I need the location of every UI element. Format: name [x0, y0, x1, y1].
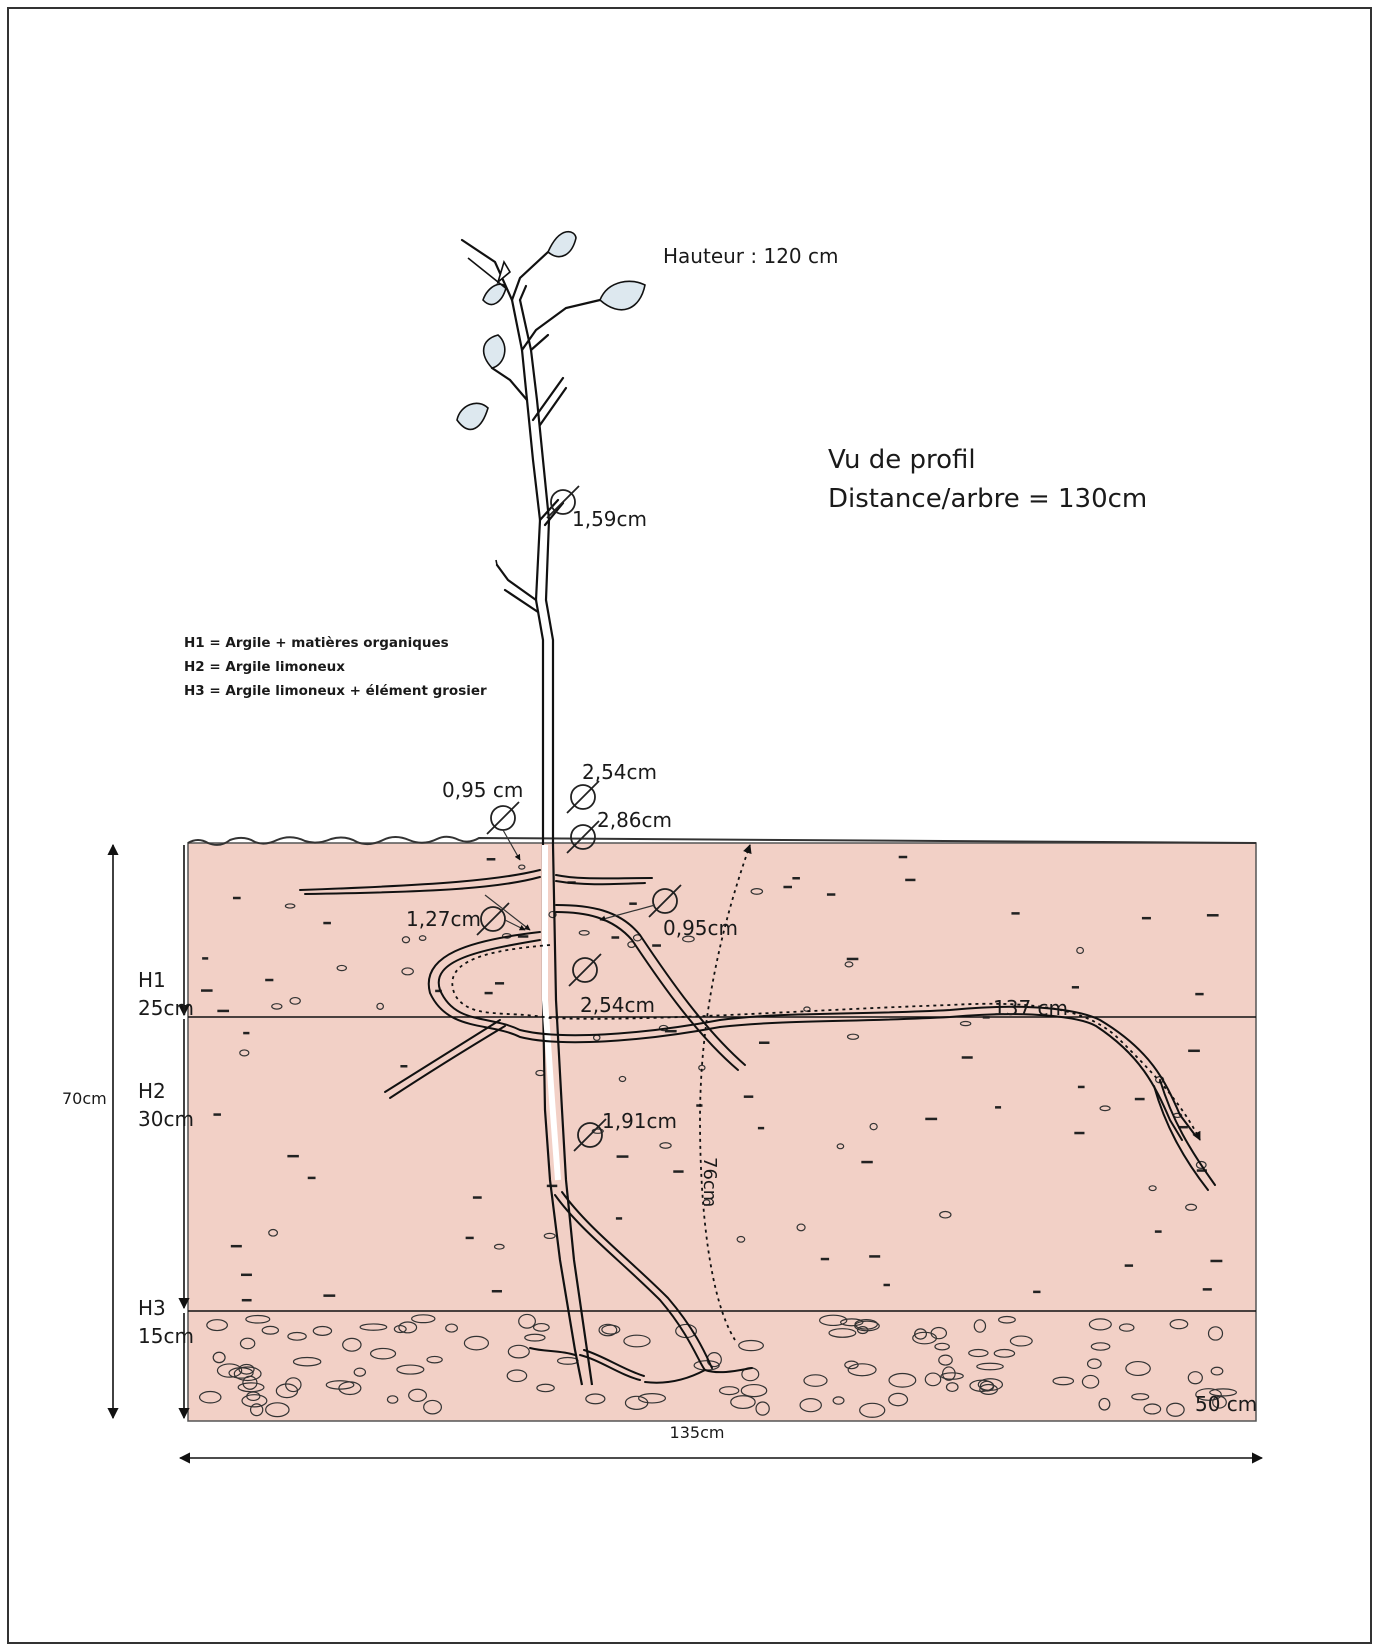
vertical-root-length-label: 76cm: [699, 1157, 720, 1207]
soil-particle: [869, 1255, 880, 1258]
stem-diameter-label: 1,59cm: [572, 507, 647, 531]
legend-h1: H1 = Argile + matières organiques: [184, 635, 449, 651]
soil-particle: [242, 1299, 252, 1302]
left-root-diameter-label: 1,27cm: [406, 907, 481, 931]
soil-particle: [1142, 917, 1151, 920]
total-depth-label: 70cm: [62, 1089, 107, 1108]
soil-particle: [629, 902, 637, 905]
soil-particle: [905, 879, 915, 882]
total-width-label: 135cm: [670, 1423, 725, 1442]
soil-particle: [1207, 914, 1219, 917]
diameter-symbol-left-collar: [487, 802, 519, 834]
soil-particle: [495, 982, 504, 985]
soil-particle: [265, 979, 273, 982]
soil-particle: [1011, 912, 1019, 915]
soil-particle: [287, 1155, 298, 1158]
soil-particle: [241, 1274, 252, 1277]
taproot-upper-diameter-label: 2,54cm: [580, 993, 655, 1017]
plant-stem: [462, 240, 600, 845]
left-collar-diameter-label: 0,95 cm: [442, 778, 523, 802]
h2-thickness: 30cm: [138, 1107, 194, 1131]
soil-particle: [611, 936, 619, 939]
soil-particle: [861, 1161, 872, 1164]
soil-particle: [1074, 1132, 1084, 1135]
soil-particle: [1033, 1291, 1040, 1294]
soil-particle: [665, 1030, 677, 1033]
soil-particle: [673, 1170, 683, 1173]
soil-particle: [243, 1032, 249, 1035]
soil-particle: [1188, 1050, 1200, 1053]
soil-particle: [616, 1217, 622, 1220]
soil-particle: [201, 989, 213, 992]
corner-depth-label: 50 cm: [1195, 1392, 1257, 1416]
soil-particle: [1195, 993, 1203, 996]
h2-name: H2: [138, 1079, 166, 1103]
lateral-root-length-label: 137 cm: [993, 996, 1068, 1020]
soil-particle: [783, 886, 792, 889]
view-label: Vu de profil: [828, 445, 976, 475]
soil-particle: [1155, 1230, 1162, 1233]
collar-upper-diameter-label: 2,54cm: [582, 760, 657, 784]
soil-particle: [323, 922, 331, 925]
legend-h3: H3 = Argile limoneux + élément grosier: [184, 683, 487, 699]
soil-particle: [962, 1056, 973, 1059]
soil-particle: [827, 893, 835, 896]
soil-particle: [233, 897, 241, 900]
distance-label: Distance/arbre = 130cm: [828, 484, 1147, 514]
soil-particle: [925, 1118, 937, 1121]
soil-particle: [995, 1106, 1001, 1109]
soil-particle: [1210, 1260, 1222, 1263]
soil-particle: [217, 1010, 229, 1013]
h3-name: H3: [138, 1296, 166, 1320]
soil-particle: [983, 1016, 990, 1019]
soil-particle: [899, 856, 908, 859]
soil-particle: [485, 992, 493, 995]
soil-particle: [759, 1041, 769, 1044]
right-root-diameter-label: 0,95cm: [663, 916, 738, 940]
soil-particle: [547, 1185, 557, 1188]
soil-particle: [213, 1113, 220, 1116]
height-label: Hauteur : 120 cm: [663, 244, 838, 268]
soil-particle: [744, 1095, 753, 1098]
soil-particle: [231, 1245, 242, 1248]
soil-particle: [821, 1258, 829, 1261]
soil-particle: [492, 1290, 502, 1293]
soil-particle: [1078, 1086, 1085, 1089]
soil-particle: [792, 877, 800, 880]
h1-thickness: 25cm: [138, 996, 194, 1020]
soil-particle: [617, 1155, 629, 1158]
soil-particle: [308, 1177, 316, 1180]
soil-particle: [400, 1065, 407, 1068]
soil-particle: [202, 957, 208, 960]
soil-particle: [1125, 1264, 1133, 1267]
soil-particle: [323, 1294, 335, 1297]
soil-particle: [1072, 986, 1079, 989]
soil-particle: [1203, 1288, 1212, 1291]
collar-lower-diameter-label: 2,86cm: [597, 808, 672, 832]
h1-name: H1: [138, 968, 166, 992]
legend-h2: H2 = Argile limoneux: [184, 659, 345, 675]
diameter-symbol-collar-upper: [567, 781, 599, 813]
taproot-lower-diameter-label: 1,91cm: [602, 1109, 677, 1133]
soil-particle: [758, 1127, 764, 1130]
soil-particle: [487, 858, 496, 861]
soil-particle: [1135, 1098, 1145, 1101]
soil-particle: [847, 958, 859, 961]
soil-particle: [652, 944, 661, 947]
h3-thickness: 15cm: [138, 1324, 194, 1348]
soil-particle: [466, 1237, 474, 1240]
soil-particle: [884, 1284, 890, 1287]
soil-particle: [473, 1196, 482, 1199]
